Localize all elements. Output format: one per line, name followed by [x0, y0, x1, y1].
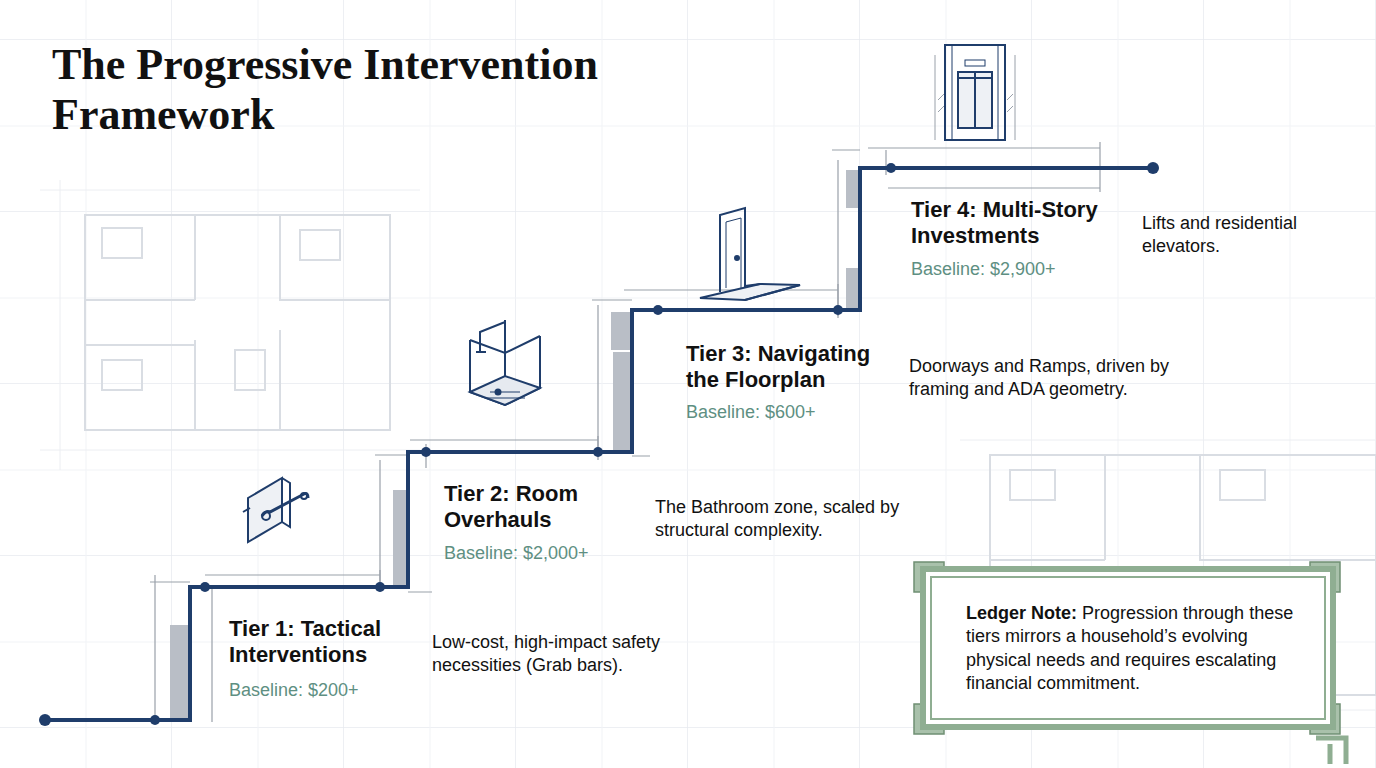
baseline-cost: Baseline: $600+: [686, 402, 886, 424]
shower-icon: [485, 392, 525, 398]
door-ramp-icon: [726, 218, 741, 294]
riser-blocks: [846, 170, 860, 208]
elevator-icon: [958, 72, 992, 128]
elevator-icon: [935, 55, 1015, 140]
tier-title: Tier 3: Navigating the Floorplan: [686, 341, 898, 394]
door-ramp-icon: [720, 208, 745, 300]
staircase-line: [593, 447, 603, 457]
floor-plan: [85, 215, 390, 430]
floor-plan: [1010, 470, 1055, 500]
baseline-cost: Baseline: $2,000+: [444, 543, 644, 565]
riser-blocks: [846, 268, 860, 308]
shower-icon: [476, 320, 505, 353]
elevator-icon: [938, 94, 1013, 112]
floor-plan: [40, 180, 420, 470]
note-box: Ledger Note: Progression through these t…: [920, 566, 1336, 730]
riser-blocks: [611, 312, 631, 350]
grab-bar-icon: [243, 508, 250, 512]
floor-plan: [102, 360, 142, 390]
diagram-title: The Progressive Intervention Framework: [52, 40, 712, 139]
tier-description: Low-cost, high-impact safety necessities…: [432, 631, 707, 678]
shower-icon: [470, 320, 540, 405]
tier-description: Lifts and residential elevators.: [1142, 212, 1342, 259]
floor-plan: [40, 180, 1376, 710]
tier-title: Tier 4: Multi-Story Investments: [911, 197, 1133, 250]
door-ramp-icon: [700, 208, 800, 300]
grab-bar-icon: [243, 478, 308, 542]
grab-bar-icon: [301, 493, 307, 499]
tier-description: Doorways and Ramps, driven by framing an…: [909, 355, 1194, 402]
grab-bar-icon: [262, 512, 270, 520]
staircase-line: [833, 305, 843, 315]
staircase-line: [886, 163, 896, 173]
door-ramp-icon: [735, 256, 739, 260]
staircase-line: [150, 715, 160, 725]
floor-plan: [235, 350, 265, 390]
staircase-line: [1147, 162, 1159, 174]
note-heading: Ledger Note:: [966, 603, 1077, 623]
staircase-line: [653, 305, 663, 315]
staircase-line: [39, 714, 51, 726]
floor-plan: [102, 228, 142, 258]
riser-blocks: [613, 352, 632, 450]
riser-blocks: [170, 170, 860, 720]
staircase-line: [375, 582, 385, 592]
shower-icon: [470, 376, 540, 405]
tier-title: Tier 2: Room Overhauls: [444, 481, 609, 534]
tier-title: Tier 1: Tactical Interventions: [229, 616, 429, 669]
tier-description: The Bathroom zone, scaled by structural …: [655, 496, 910, 543]
shower-icon: [496, 390, 501, 395]
staircase-line: [421, 447, 431, 457]
door-ramp-icon: [745, 284, 800, 300]
baseline-cost: Baseline: $2,900+: [911, 259, 1111, 281]
floor-plan: [1220, 470, 1265, 500]
door-ramp-icon: [700, 284, 800, 300]
elevator-icon: [935, 45, 1015, 140]
elevator-icon: [965, 60, 985, 66]
elevator-icon: [952, 45, 998, 140]
elevator-icon: [945, 45, 1005, 140]
baseline-cost: Baseline: $200+: [229, 680, 429, 702]
floor-plan: [85, 215, 390, 430]
elevator-icon: [958, 72, 992, 128]
ledger-corners: [1316, 738, 1346, 764]
floor-plan: [300, 230, 340, 260]
ledger-corners: [914, 562, 1346, 764]
staircase-line: [200, 582, 210, 592]
